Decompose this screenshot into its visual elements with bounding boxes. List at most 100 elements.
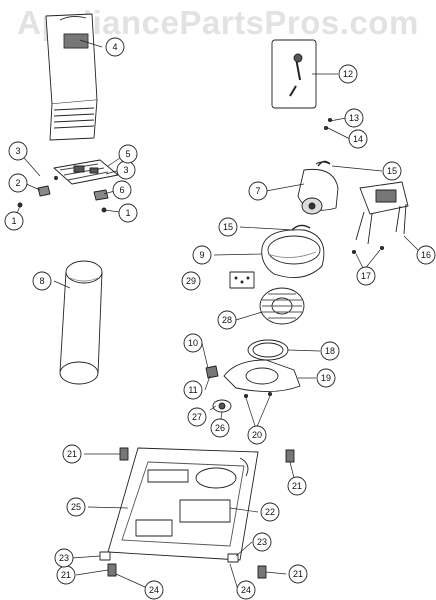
callout-3: 3: [116, 160, 136, 180]
part-exhaust-duct: [45, 13, 98, 141]
callout-29: 29: [181, 271, 201, 291]
callout-label: 23: [257, 537, 267, 547]
callout-1: 1: [118, 203, 138, 223]
callout-15: 15: [218, 217, 238, 237]
part-small-screws: [323, 117, 333, 131]
callout-label: 26: [215, 423, 225, 433]
callout-15: 15: [382, 161, 402, 181]
callout-12: 12: [338, 64, 358, 84]
callout-circle: [183, 333, 203, 353]
callout-circle: [118, 203, 138, 223]
callout-16: 16: [416, 245, 436, 265]
callout-label: 15: [223, 222, 233, 232]
callout-circle: [248, 181, 268, 201]
callout-label: 27: [192, 412, 202, 422]
callout-23: 23: [54, 548, 74, 568]
callout-11: 11: [183, 380, 203, 400]
callout-circle: [8, 141, 28, 161]
callout-circle: [210, 418, 230, 438]
part-motor-mount: [355, 181, 409, 245]
part-flex-duct: [59, 260, 103, 385]
callout-circle: [320, 341, 340, 361]
callout-circle: [62, 444, 82, 464]
callout-circle: [66, 497, 86, 517]
callout-label: 3: [123, 165, 128, 175]
callout-label: 14: [353, 134, 363, 144]
part-mount-screws: [351, 245, 385, 255]
callout-circle: [344, 108, 364, 128]
callout-circle: [217, 310, 237, 330]
callout-21: 21: [288, 564, 308, 584]
callout-label: 6: [119, 185, 124, 195]
callout-24: 24: [144, 580, 164, 600]
callout-circle: [4, 211, 24, 231]
callout-label: 7: [255, 186, 260, 196]
callout-label: 20: [252, 430, 262, 440]
callout-label: 22: [265, 507, 275, 517]
callout-22: 22: [260, 502, 280, 522]
callout-label: 2: [15, 178, 20, 188]
part-screws-20: [243, 391, 273, 399]
callout-circle: [218, 217, 238, 237]
callout-label: 13: [349, 113, 359, 123]
part-blower-wheel: [259, 287, 305, 325]
callout-9: 9: [192, 245, 212, 265]
callout-circle: [192, 245, 212, 265]
callout-14: 14: [348, 129, 368, 149]
part-motor: [297, 161, 339, 215]
callout-label: 1: [125, 208, 130, 218]
callout-label: 5: [125, 149, 130, 159]
callout-circle: [252, 532, 272, 552]
callout-label: 24: [241, 585, 251, 595]
callout-17: 17: [356, 266, 376, 286]
callout-label: 15: [387, 166, 397, 176]
callout-label: 10: [188, 338, 198, 348]
callout-label: 21: [67, 449, 77, 459]
part-clip-right: [93, 189, 109, 201]
callout-27: 27: [187, 407, 207, 427]
callout-label: 21: [61, 570, 71, 580]
part-terminal-block: [53, 159, 119, 185]
part-hardware-bag: [271, 39, 317, 109]
callout-1: 1: [4, 211, 24, 231]
part-base-plate: [107, 447, 259, 561]
callout-label: 21: [292, 481, 302, 491]
callout-label: 25: [71, 502, 81, 512]
callout-label: 4: [112, 42, 117, 52]
callout-circle: [247, 425, 267, 445]
part-blower-cover: [223, 359, 301, 393]
callout-28: 28: [217, 310, 237, 330]
callout-25: 25: [66, 497, 86, 517]
part-screws: [17, 176, 107, 213]
callout-circle: [287, 476, 307, 496]
callout-13: 13: [344, 108, 364, 128]
callout-6: 6: [112, 180, 132, 200]
leader-lines: [13, 39, 419, 591]
callout-8: 8: [32, 271, 52, 291]
callout-circle: [183, 380, 203, 400]
callout-label: 3: [15, 146, 20, 156]
callout-circle: [382, 161, 402, 181]
callout-label: 8: [39, 276, 44, 286]
callout-5: 5: [118, 144, 138, 164]
callout-label: 29: [186, 276, 196, 286]
callout-circle: [32, 271, 52, 291]
callout-circle: [236, 580, 256, 600]
callout-label: 24: [149, 585, 159, 595]
callout-circle: [187, 407, 207, 427]
part-thermostat: [212, 399, 232, 413]
part-motor-clips: [291, 160, 331, 231]
callout-circle: [288, 564, 308, 584]
callout-19: 19: [316, 368, 336, 388]
callout-circle: [356, 266, 376, 286]
part-seal-ring: [247, 339, 289, 361]
callout-label: 23: [59, 553, 69, 563]
callout-circle: [181, 271, 201, 291]
part-label: [229, 271, 255, 289]
callout-21: 21: [287, 476, 307, 496]
callout-label: 16: [421, 250, 431, 260]
callout-circle: [112, 180, 132, 200]
callout-circle: [118, 144, 138, 164]
callout-label: 11: [188, 385, 197, 395]
